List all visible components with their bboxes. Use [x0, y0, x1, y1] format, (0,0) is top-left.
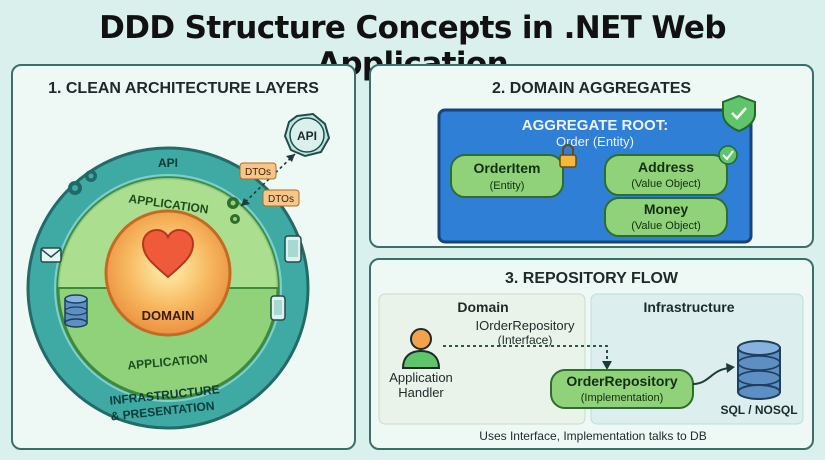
- address-value-object: [604, 154, 728, 196]
- dto-arrow: [240, 153, 296, 207]
- order-repository-name: OrderRepository: [566, 373, 677, 389]
- aggregate-root-subtitle: Order (Entity): [556, 134, 634, 149]
- order-repository-type: (Implementation): [581, 392, 664, 404]
- api-node: [283, 112, 331, 158]
- shield-check-icon: [722, 94, 756, 133]
- check-icon: [718, 145, 738, 165]
- tablet-icon: [284, 235, 302, 263]
- repository-flow-panel: 3. REPOSITORY FLOW Domain Infrastructure…: [369, 258, 814, 450]
- application-bottom-label: APPLICATION: [127, 352, 208, 373]
- mail-icon: [40, 247, 62, 263]
- domain-area-label: Domain: [457, 299, 508, 315]
- interface-type: (Interface): [498, 333, 553, 347]
- domain-aggregates-panel: 2. DOMAIN AGGREGATES AGGREGATE ROOT: Ord…: [369, 64, 814, 248]
- gear-icon: [68, 170, 97, 195]
- gear-icon: [227, 197, 240, 224]
- heart-icon: [141, 228, 195, 279]
- aggregate-root-label: AGGREGATE ROOT:: [522, 117, 668, 134]
- person-icon: [401, 328, 441, 369]
- interface-arrow: [443, 345, 612, 370]
- money-value-object: [604, 197, 728, 237]
- dtos-badge: DTOs: [268, 194, 294, 205]
- db-arrow: [692, 363, 735, 385]
- api-ring-label: API: [158, 156, 178, 170]
- order-repository-box: [550, 369, 694, 409]
- order-item-name: OrderItem: [474, 160, 541, 176]
- handler-label-line1: Application: [389, 370, 453, 385]
- handler-label-line2: Handler: [398, 385, 444, 400]
- repository-caption: Uses Interface, Implementation talks to …: [479, 429, 706, 443]
- domain-area: [378, 293, 586, 425]
- phone-icon: [270, 295, 286, 321]
- lock-icon: [559, 144, 577, 168]
- money-name: Money: [644, 201, 689, 217]
- address-type: (Value Object): [631, 178, 701, 190]
- db-label: SQL / NOSQL: [720, 403, 797, 417]
- database-icon: [737, 340, 781, 400]
- dtos-badge: DTOs: [245, 167, 271, 178]
- panel-title-layers: 1. CLEAN ARCHITECTURE LAYERS: [48, 80, 319, 97]
- money-type: (Value Object): [631, 220, 701, 232]
- order-item-type: (Entity): [490, 180, 525, 192]
- address-name: Address: [638, 159, 694, 175]
- infrastructure-area-label: Infrastructure: [643, 299, 734, 315]
- panel-title-aggregates: 2. DOMAIN AGGREGATES: [491, 80, 692, 97]
- panel-title-repository: 3. REPOSITORY FLOW: [504, 270, 679, 287]
- order-item-entity: [450, 154, 564, 198]
- api-node-label: API: [297, 129, 317, 143]
- domain-label: DOMAIN: [142, 308, 195, 323]
- database-icon: [64, 294, 88, 328]
- clean-architecture-panel: 1. CLEAN ARCHITECTURE LAYERS API APPLICA…: [11, 64, 356, 450]
- interface-name: IOrderRepository: [476, 318, 575, 333]
